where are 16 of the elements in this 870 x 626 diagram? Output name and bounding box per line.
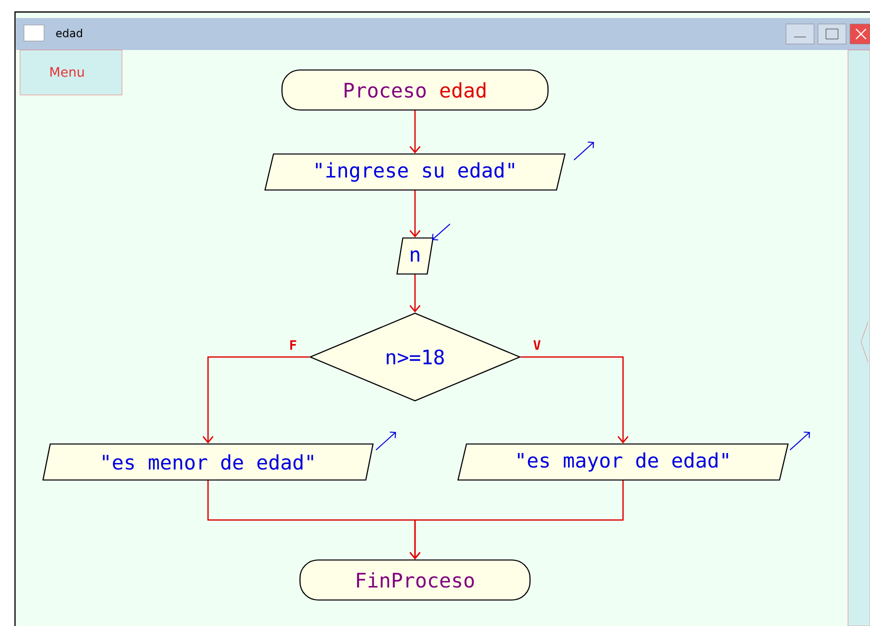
terminal-box: FinProceso	[299, 559, 531, 601]
arrow	[520, 356, 629, 444]
arrow	[410, 274, 420, 312]
title-text: edad	[56, 28, 82, 38]
io-parallelogram: n	[396, 237, 434, 275]
edge-label: F	[290, 340, 296, 350]
io-parallelogram: "es mayor de edad"	[457, 443, 789, 481]
edge-label: V	[533, 340, 541, 350]
arrow	[410, 480, 624, 560]
arrow	[202, 356, 310, 444]
menu-button: Menu	[20, 50, 122, 96]
io-parallelogram: "es menor de edad"	[42, 443, 374, 481]
arrow	[410, 110, 421, 154]
io-parallelogram: "ingrese su edad"	[264, 153, 566, 191]
terminal-box: Proceso edad	[281, 69, 549, 111]
arrow	[410, 190, 420, 238]
